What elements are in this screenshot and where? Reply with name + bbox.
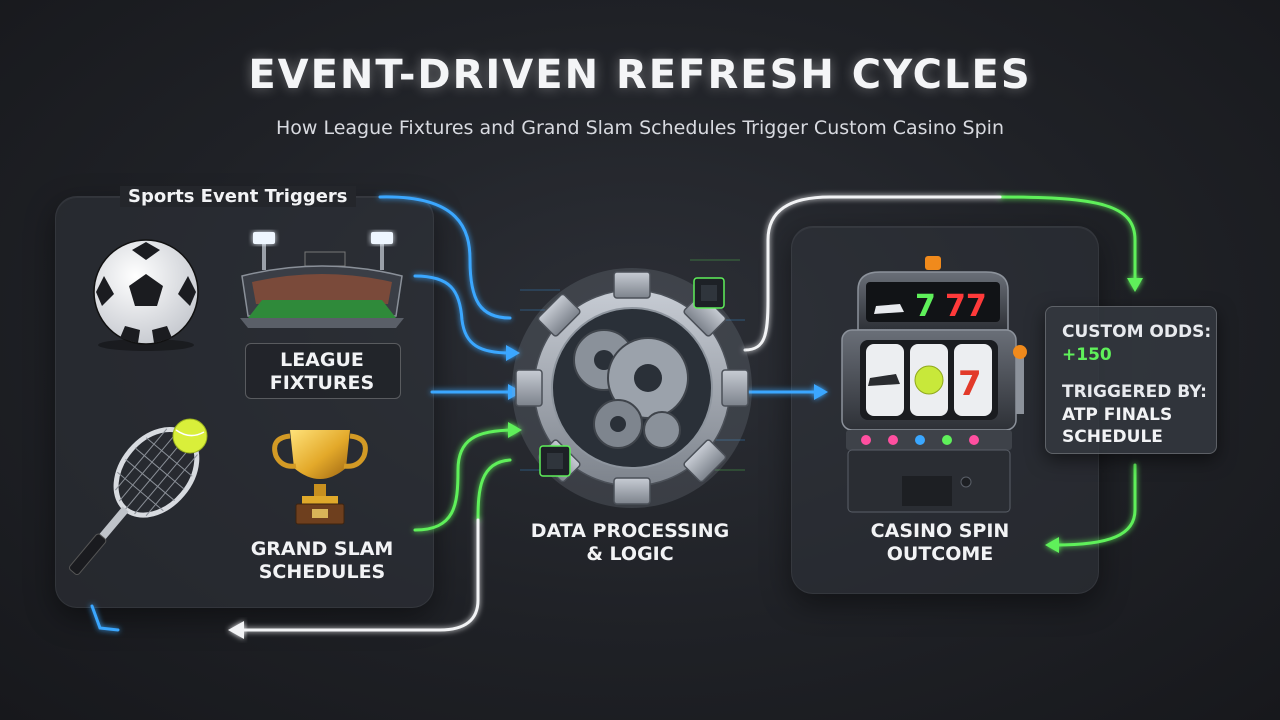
stadium-icon — [240, 232, 404, 328]
trophy-icon — [272, 430, 368, 525]
league-fixtures-chip — [245, 343, 401, 399]
gear-icon — [512, 259, 752, 508]
custom-odds-label: CUSTOM ODDS: — [1062, 322, 1212, 342]
grand-slam-label: GRAND SLAM SCHEDULES — [250, 538, 394, 583]
green-arrows — [413, 195, 1137, 547]
white-arrows — [238, 195, 1002, 632]
page-subtitle: How League Fixtures and Grand Slam Sched… — [275, 117, 1004, 139]
league-fixtures-label: LEAGUE FIXTURES — [269, 349, 375, 394]
triggers-heading: Sports Event Triggers — [120, 186, 356, 207]
tennis-racket-icon — [68, 418, 208, 576]
svg-text:7: 7 — [958, 364, 982, 404]
soccer-ball-icon — [93, 239, 199, 351]
blue-arrows — [90, 195, 822, 632]
slot-machine-icon: 7 77 7 — [841, 256, 1027, 513]
triggered-by-value: ATP FINALS SCHEDULE — [1062, 405, 1173, 447]
blue-arrowheads — [506, 345, 828, 400]
casino-spin-label: CASINO SPIN OUTCOME — [870, 520, 1010, 565]
page-title: EVENT-DRIVEN REFRESH CYCLES — [248, 52, 1032, 98]
svg-text:7: 7 — [915, 289, 936, 324]
svg-text:77: 77 — [945, 289, 987, 324]
white-arrowhead — [228, 621, 244, 639]
data-processing-label: DATA PROCESSING & LOGIC — [530, 520, 730, 565]
green-arrowheads — [508, 278, 1143, 553]
custom-odds-value: +150 — [1062, 345, 1112, 365]
custom-odds-card: CUSTOM ODDS: +150 TRIGGERED BY: ATP FINA… — [1045, 306, 1217, 454]
triggered-by-label: TRIGGERED BY: — [1062, 382, 1207, 402]
